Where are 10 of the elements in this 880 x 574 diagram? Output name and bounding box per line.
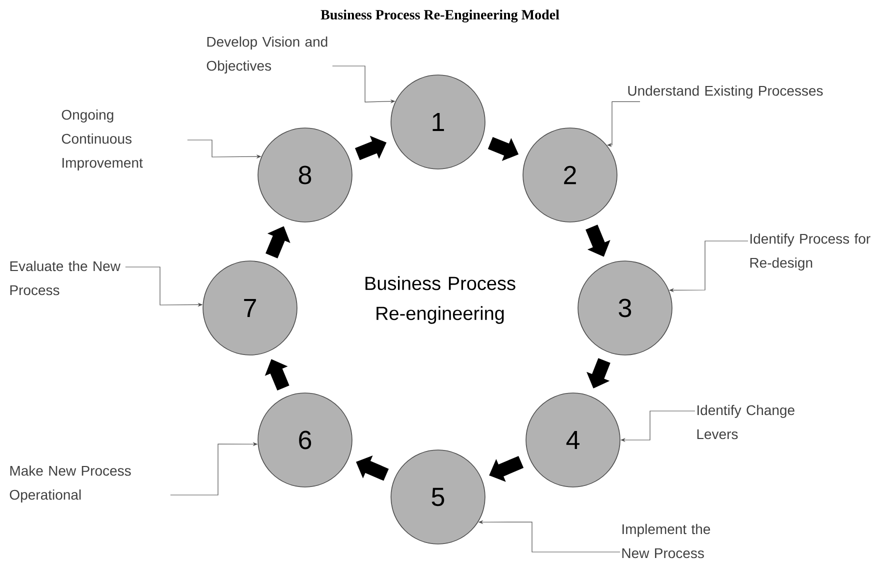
step-label: Make New Process Operational — [10, 465, 131, 503]
step-label: Identify Process for Re-design — [750, 233, 870, 271]
step-label: Understand Existing Processes — [628, 85, 823, 99]
step-label: Identify Change Levers — [697, 404, 794, 440]
title: Business Process Re-Engineering Model — [320, 10, 560, 22]
step-label: Evaluate the New Process — [10, 260, 120, 296]
step-label: Implement the New Process — [622, 524, 710, 558]
step-label: Develop Vision and Objectives — [206, 36, 328, 74]
center-label: Business Process Re-engineering — [366, 276, 516, 324]
step-label: Ongoing Continuous Improvement — [62, 109, 143, 171]
